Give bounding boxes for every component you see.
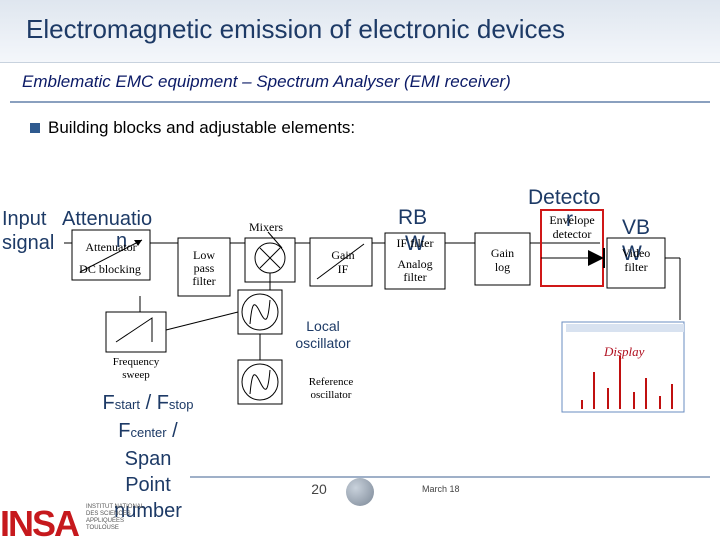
if-filter-label-3: filter: [403, 270, 427, 284]
rbw-label-1: RB: [398, 206, 428, 229]
vbw-label-1: VB: [622, 216, 651, 239]
insa-logo: INSA: [0, 503, 80, 544]
attenuator-label: Attenuator: [85, 240, 137, 254]
attenuation-label-2: n: [116, 230, 128, 252]
vbw-label-2: W: [622, 242, 642, 265]
bullet-text: Building blocks and adjustable elements:: [48, 118, 356, 137]
rbw-label-2: W: [405, 232, 425, 255]
number-line: number: [114, 500, 182, 522]
sweep-to-lo-line: [165, 311, 239, 331]
fcenter-line: Fcenter /: [118, 420, 178, 442]
subtitle-rule: [10, 101, 710, 103]
gain-log-label-2: log: [494, 260, 511, 274]
bullet-square-icon: [30, 123, 40, 133]
low-pass-label-3: filter: [192, 274, 216, 288]
mixers-label: Mixers: [249, 220, 283, 234]
subtitle: Emblematic EMC equipment – Spectrum Anal…: [22, 72, 511, 91]
mixers-pointer: [267, 231, 283, 249]
if-filter-label-2: Analog: [397, 257, 433, 271]
gain-log-label-1: Gain: [490, 246, 515, 260]
fstart-fstop-line: Fstart / Fstop: [102, 392, 194, 414]
display-label: Display: [604, 344, 645, 359]
if-filter-box: [384, 232, 446, 290]
low-pass-label-1: Low: [193, 248, 215, 262]
reference-oscillator-label: Reference oscillator: [308, 376, 354, 401]
low-pass-box: [177, 237, 231, 297]
envelope-label-1: Envelope: [549, 213, 595, 227]
attenuation-label-1: Attenuatio: [62, 208, 153, 230]
attenuator-arrow-head: [134, 240, 142, 246]
detector-label-1: Detecto: [528, 186, 601, 209]
sawtooth: [115, 317, 153, 343]
page-title: Electromagnetic emission of electronic d…: [26, 14, 566, 44]
low-pass-label-2: pass: [193, 261, 215, 275]
if-filter-label-1: IF filter: [396, 236, 434, 250]
envelope-label-2: detector: [552, 227, 592, 241]
frequency-sweep-box: [105, 311, 167, 353]
diode-triangle: [588, 250, 604, 266]
dc-blocking-label: DC blocking: [79, 262, 141, 276]
display-panel: [561, 321, 685, 413]
point-line: Point: [125, 474, 171, 496]
footer-rule: [190, 476, 710, 478]
footer-date: March 18: [422, 484, 460, 494]
local-oscillator-label: Local oscillator: [295, 318, 351, 351]
video-filter-label-1: Video: [621, 246, 651, 260]
gain-if-label-1: Gain: [331, 248, 355, 262]
page-number: 20: [311, 481, 327, 497]
gain-log-box: [474, 232, 531, 286]
input-signal-label-2: signal: [2, 232, 55, 254]
title-bar: Electromagnetic emission of electronic d…: [0, 0, 720, 63]
video-filter-box: [606, 237, 666, 289]
gain-if-arrow: [316, 243, 365, 280]
span-line: Span: [124, 448, 172, 470]
video-filter-label-2: filter: [624, 260, 648, 274]
sweep-parameters: Fstart / Fstop Fcenter / Span Point numb…: [80, 390, 216, 524]
gain-if-label-2: IF: [337, 262, 349, 276]
frequency-sweep-label: Frequency sweep: [112, 356, 160, 381]
attenuator-box: [71, 229, 151, 281]
attenuator-arrow: [79, 239, 143, 273]
page-dot-icon: [346, 478, 374, 506]
insa-logo-subtitle: INSTITUT NATIONAL DES SCIENCES APPLIQUÉE…: [86, 504, 145, 531]
detector-label-2: r: [566, 208, 573, 231]
input-signal-label-1: Input: [2, 208, 47, 230]
